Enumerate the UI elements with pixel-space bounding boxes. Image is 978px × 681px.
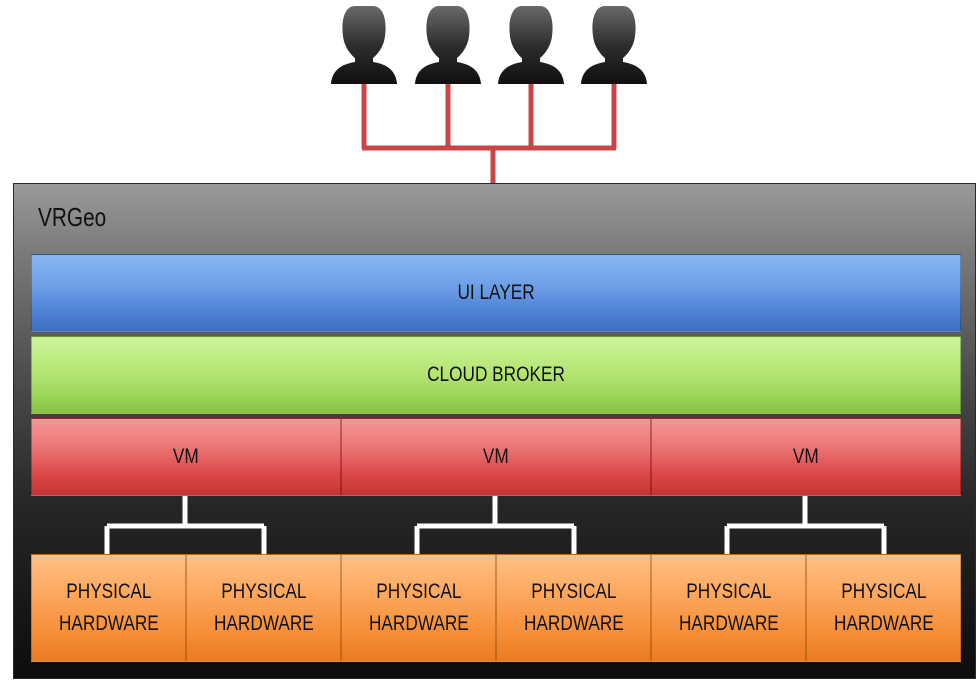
physical-hardware-box: PHYSICAL HARDWARE — [186, 554, 341, 662]
hw-line1: PHYSICAL — [375, 580, 462, 603]
user-icon — [415, 6, 481, 84]
hw-line1: PHYSICAL — [530, 580, 617, 603]
vm-box: VM — [651, 418, 961, 496]
vm-box: VM — [341, 418, 651, 496]
hw-line1: PHYSICAL — [840, 580, 927, 603]
hw-line2: HARDWARE — [833, 612, 934, 635]
ui-layer-label: UI LAYER — [457, 281, 535, 304]
physical-hardware-box: PHYSICAL HARDWARE — [496, 554, 651, 662]
physical-hardware-box: PHYSICAL HARDWARE — [806, 554, 961, 662]
hw-line2: HARDWARE — [213, 612, 314, 635]
hw-line1: PHYSICAL — [220, 580, 307, 603]
hw-line2: HARDWARE — [523, 612, 624, 635]
cloud-broker-label: CLOUD BROKER — [427, 363, 565, 386]
user-icon — [498, 6, 564, 84]
cloud-broker-layer: CLOUD BROKER — [31, 336, 961, 414]
hw-line2: HARDWARE — [368, 612, 469, 635]
vm-label: VM — [483, 445, 509, 468]
vm-label: VM — [793, 445, 819, 468]
ui-layer: UI LAYER — [31, 254, 961, 332]
physical-hardware-box: PHYSICAL HARDWARE — [651, 554, 806, 662]
vm-box: VM — [31, 418, 341, 496]
hw-line1: PHYSICAL — [65, 580, 152, 603]
hw-line1: PHYSICAL — [685, 580, 772, 603]
container-title: VRGeo — [38, 202, 107, 232]
physical-hardware-box: PHYSICAL HARDWARE — [341, 554, 496, 662]
hw-line2: HARDWARE — [58, 612, 159, 635]
user-icon — [331, 6, 397, 84]
hw-line2: HARDWARE — [678, 612, 779, 635]
vm-label: VM — [173, 445, 199, 468]
user-icon — [581, 6, 647, 84]
physical-hardware-box: PHYSICAL HARDWARE — [31, 554, 186, 662]
